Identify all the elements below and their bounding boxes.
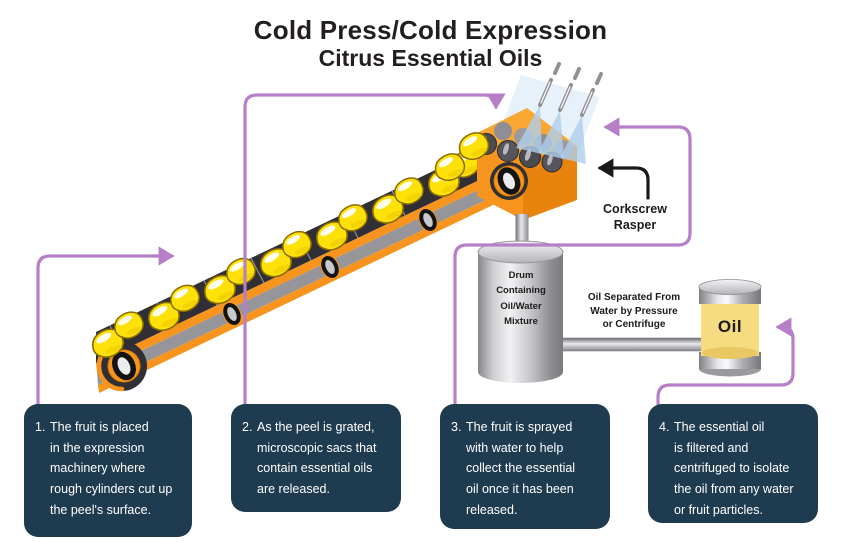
step-number: 3. — [451, 420, 462, 434]
conveyor-belt — [96, 123, 537, 393]
process-connector-arrows — [36, 93, 795, 406]
drum-label: Drum Containing Oil/Water Mixture — [496, 270, 546, 328]
step-box-2: 2. As the peel is grated, microscopic sa… — [231, 404, 401, 512]
drain-pipe — [559, 337, 703, 352]
page-title: Cold Press/Cold Expression — [253, 15, 608, 45]
step-box-4: 4. The essential oil is filtered and cen… — [648, 404, 818, 523]
step-box-3: 3. The fruit is sprayed with water to he… — [440, 404, 610, 529]
step-number: 2. — [242, 420, 253, 434]
connector-step3-to-sprayers — [453, 117, 692, 406]
belt-orange-trim-upper — [96, 154, 535, 372]
collection-drum — [477, 240, 564, 383]
oil-container-label: Oil — [717, 317, 743, 336]
connector-step4-to-oil — [656, 317, 795, 406]
water-spray — [516, 105, 586, 164]
belt-rollers — [222, 208, 438, 326]
belt-left-roller — [107, 349, 141, 383]
belt-orange-trim-lower — [98, 176, 537, 393]
step-text: The fruit is placed in the expression ma… — [50, 420, 173, 517]
step-text: The fruit is sprayed with water to help … — [466, 420, 576, 517]
belt-side-panel — [97, 163, 536, 385]
belt-right-roller — [493, 165, 525, 197]
spray-nozzle-icons — [538, 62, 603, 117]
belt-roller-icon — [222, 302, 242, 326]
step-text: As the peel is grated, microscopic sacs … — [257, 420, 377, 496]
step-number: 1. — [35, 420, 46, 434]
oil-separated-label: Oil Separated From Water by Pressure or … — [587, 292, 681, 330]
corkscrew-rasper-pointer-arrow — [597, 158, 650, 200]
step-text: The essential oil is filtered and centri… — [674, 420, 794, 517]
step-number: 4. — [659, 420, 670, 434]
belt-slat-line — [250, 257, 265, 284]
belt-top-surface — [96, 123, 534, 363]
belt-roller-icon — [320, 255, 340, 279]
step-box-1: 1. The fruit is placed in the expression… — [24, 404, 192, 537]
connector-step2-to-rasper — [243, 93, 506, 406]
belt-roller-icon — [418, 208, 438, 232]
connector-step1-to-belt — [36, 246, 175, 406]
corkscrew-rasper-label: Corkscrew Rasper — [603, 202, 667, 233]
page-subtitle: Citrus Essential Oils — [318, 45, 543, 71]
oil-container — [698, 279, 762, 377]
